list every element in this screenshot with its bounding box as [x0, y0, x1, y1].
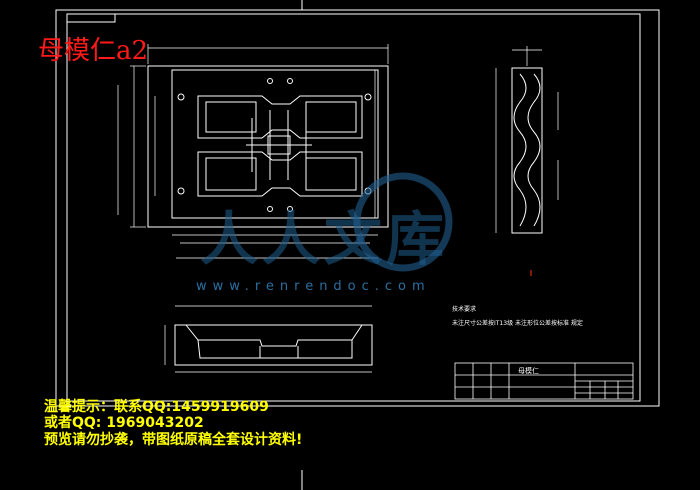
watermark-logo-circle: [353, 172, 453, 272]
notice-line-2: 或者QQ: 1969043202: [44, 415, 204, 431]
section-view: [164, 305, 373, 373]
side-view: [495, 46, 559, 234]
drawing-title: 母模仁a2: [38, 36, 149, 66]
notice-line-1: 温馨提示：联系QQ:1459919609: [44, 399, 269, 415]
sheet-border: [55, 9, 660, 407]
dimension-lines: [117, 44, 389, 259]
technical-requirements-text: 未注尺寸公差按IT13级 未注形位公差按标准 规定: [452, 320, 583, 327]
watermark-url: www.renrendoc.com: [196, 279, 431, 294]
title-block-part-name: 母模仁: [518, 367, 539, 375]
notice-line-3: 预览请勿抄袭，带图纸原稿全套设计资料!: [44, 432, 303, 448]
drawing-frame: [66, 13, 641, 402]
plan-view: [147, 65, 389, 228]
title-block: [454, 362, 634, 400]
technical-requirements-heading: 技术要求: [452, 306, 477, 313]
watermark-logo-text: 人人文库: [200, 205, 449, 273]
corner-label-box: [66, 13, 116, 23]
